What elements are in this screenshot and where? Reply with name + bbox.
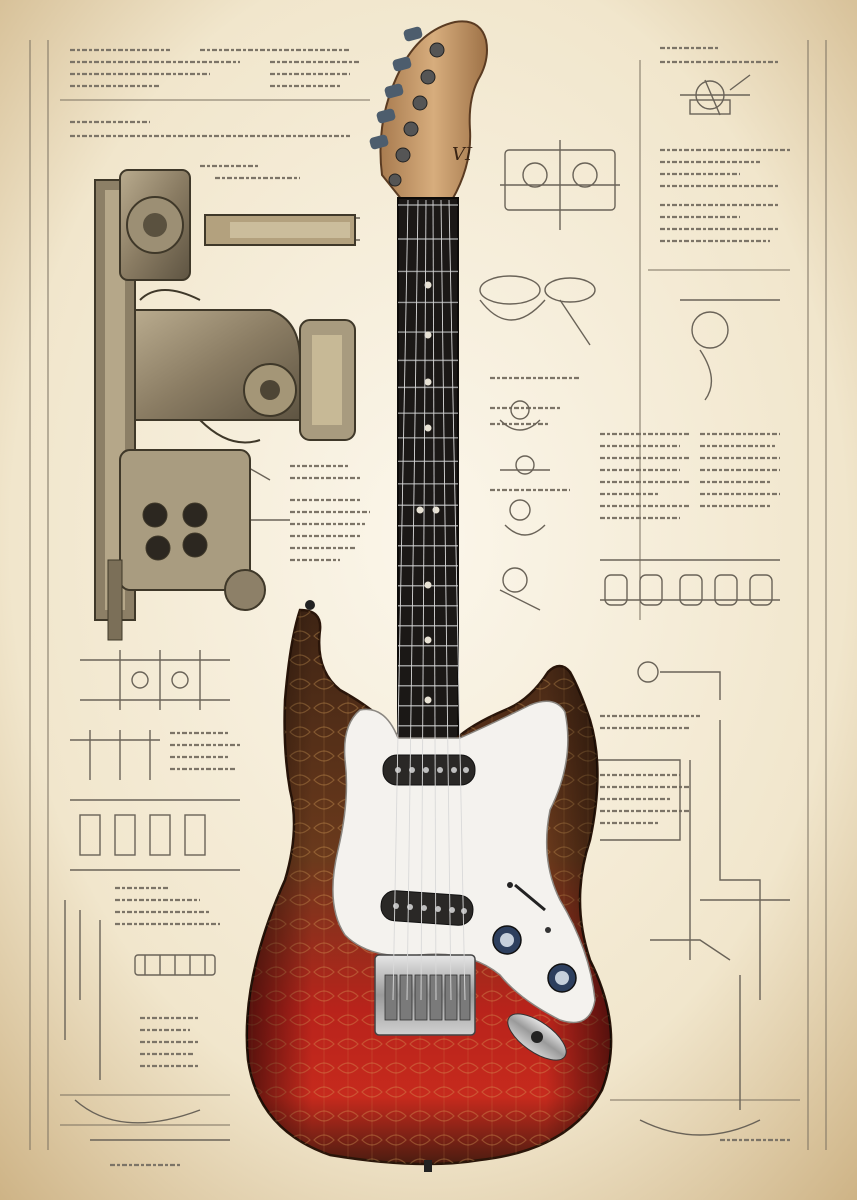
bridge bbox=[374, 954, 476, 1036]
machine-schematic-icon bbox=[680, 74, 751, 116]
strap-button bbox=[305, 600, 315, 610]
control-knobs bbox=[492, 882, 577, 993]
headstock-logo: VI bbox=[452, 144, 473, 165]
annotation-text-blocks bbox=[70, 46, 790, 1167]
bridge-icon bbox=[134, 954, 216, 976]
knob-icon bbox=[637, 661, 721, 700]
blueprint-frame bbox=[29, 40, 827, 1150]
pickup-icon bbox=[382, 754, 476, 786]
fretboard bbox=[397, 197, 459, 759]
electric-guitar-icon: VI bbox=[245, 20, 613, 1172]
pickup-selector bbox=[514, 883, 546, 912]
tuning-pegs bbox=[369, 26, 445, 187]
output-jack bbox=[507, 1013, 567, 1061]
strings bbox=[392, 199, 466, 1001]
fret-markers bbox=[416, 281, 440, 704]
engine-machine-illustration bbox=[94, 169, 356, 641]
